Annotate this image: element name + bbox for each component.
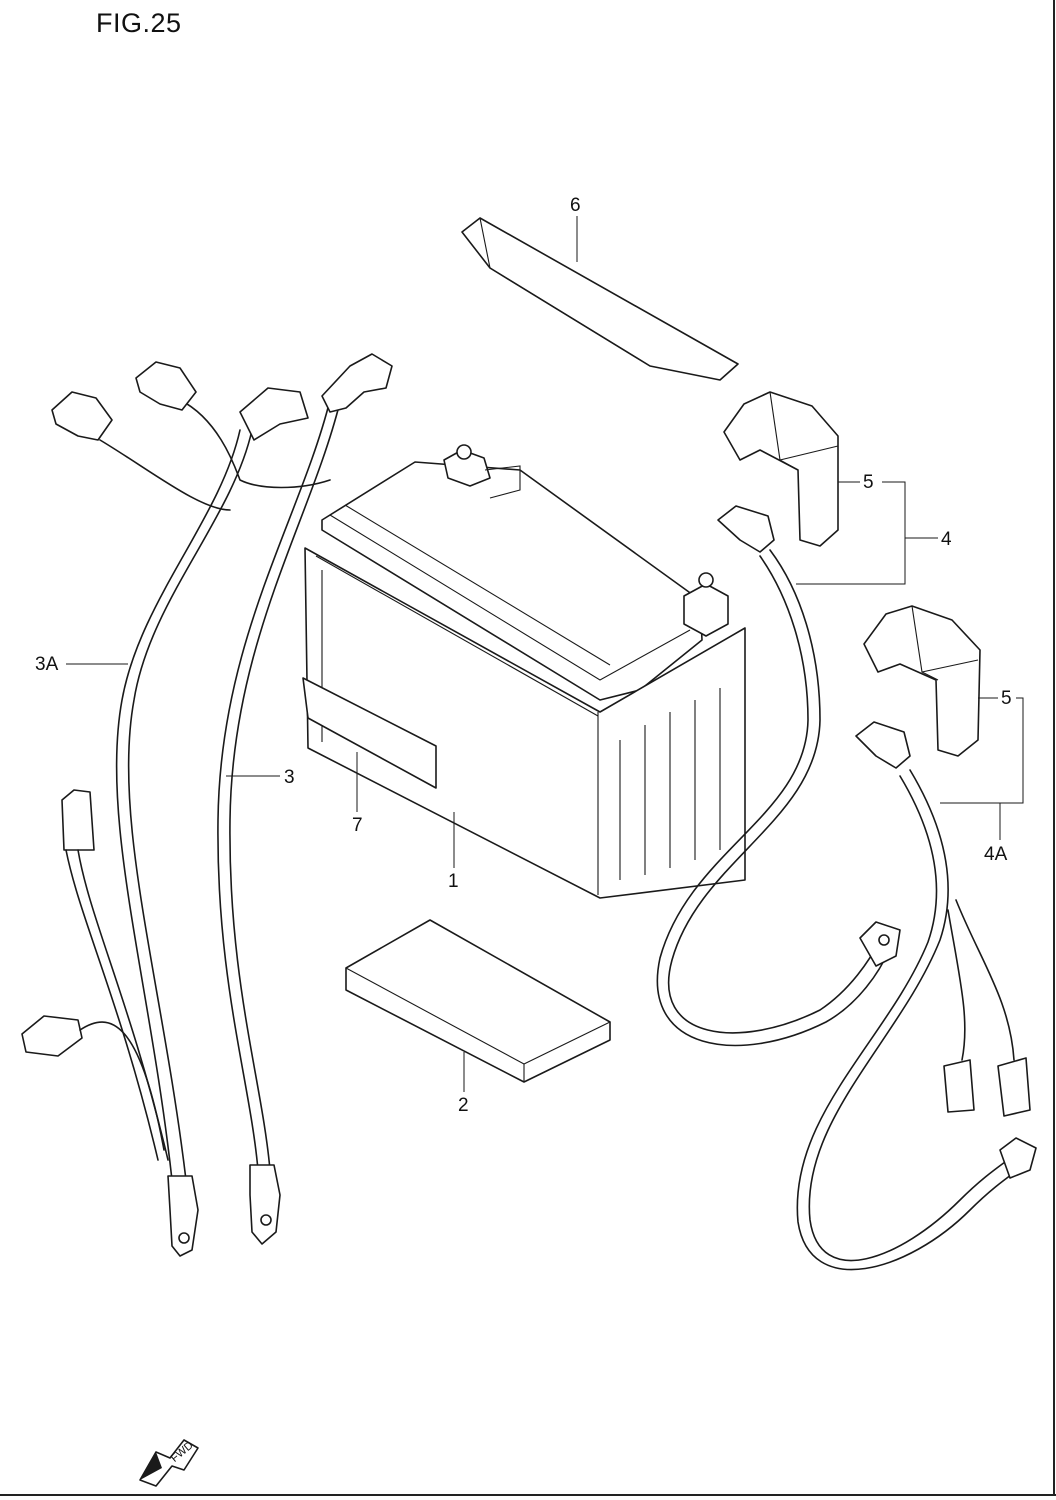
positive-lead-wire	[656, 391, 901, 1047]
wiring-harness	[21, 361, 331, 1257]
callout-5-lower: 5	[1001, 688, 1012, 709]
negative-lead-wire	[217, 353, 393, 1245]
callout-2: 2	[458, 1095, 469, 1116]
figure-title: FIG.25	[96, 8, 182, 38]
frame-border-right	[1053, 0, 1055, 1496]
callout-1: 1	[448, 871, 459, 892]
callout-7: 7	[352, 815, 363, 836]
callout-6: 6	[570, 195, 581, 216]
battery	[302, 444, 746, 899]
callout-3: 3	[284, 767, 295, 788]
callout-4: 4	[941, 529, 952, 550]
battery-pad-strap	[461, 217, 739, 381]
callout-4a: 4A	[984, 844, 1008, 865]
frame-border-bottom	[0, 1494, 1056, 1496]
battery-pad	[345, 919, 611, 1083]
leader-lines	[66, 216, 1024, 1092]
callout-3a: 3A	[35, 654, 59, 675]
callout-5-upper: 5	[863, 472, 874, 493]
forward-arrow-icon	[139, 1439, 199, 1487]
positive-lead-wire-4a	[796, 605, 1037, 1271]
